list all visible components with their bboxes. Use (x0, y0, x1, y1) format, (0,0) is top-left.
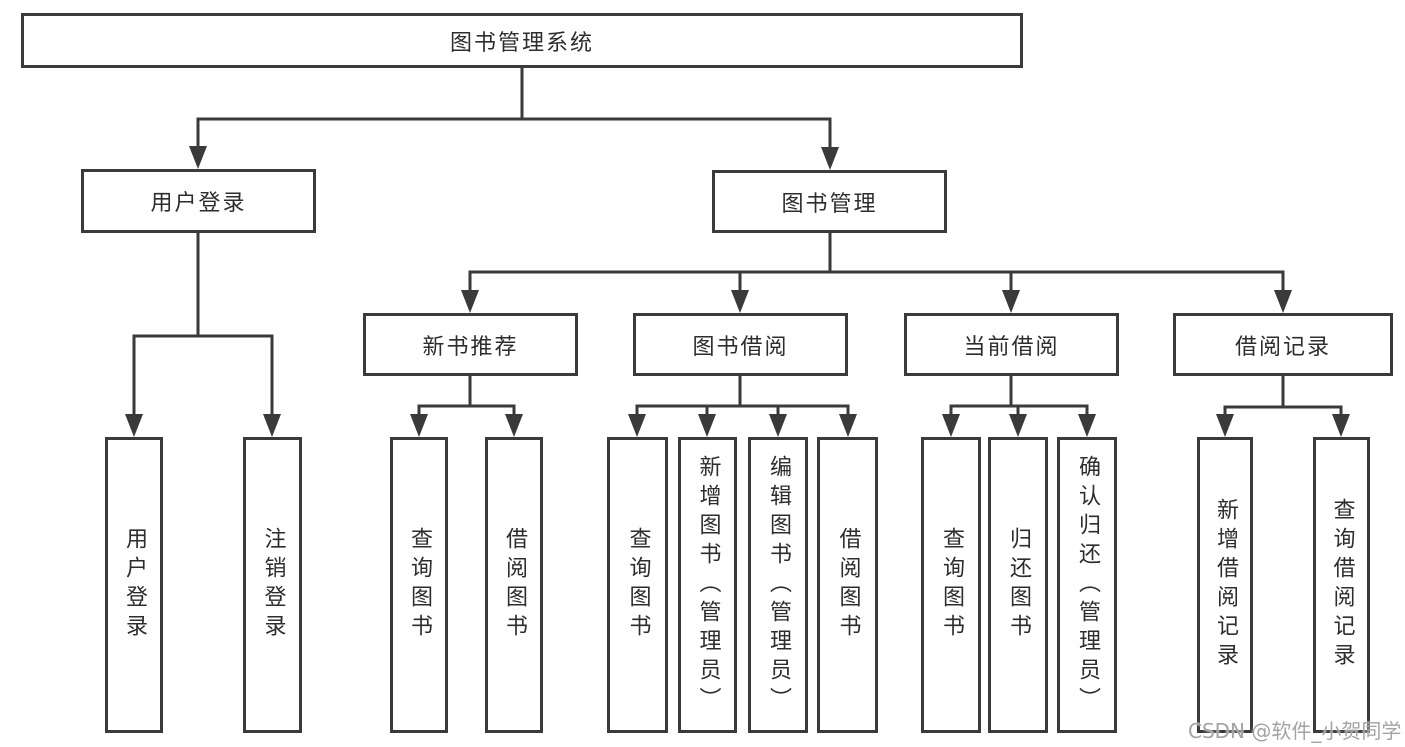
leaf-user-login: 用户登录 (105, 437, 163, 733)
leaf-borrowing-query-books: 查询图书 (607, 437, 668, 733)
arrowhead (821, 147, 839, 170)
leaf-logout: 注销登录 (243, 437, 302, 733)
node-new-book-recommend: 新书推荐 (363, 313, 578, 376)
arrowhead (461, 290, 479, 313)
arrowhead (263, 414, 281, 437)
node-borrow-records: 借阅记录 (1173, 313, 1393, 376)
arrowhead (769, 414, 787, 437)
leaf-current-query-books: 查询图书 (921, 437, 981, 733)
arrowhead (839, 414, 857, 437)
node-book-borrowing: 图书借阅 (633, 313, 848, 376)
node-current-borrowing: 当前借阅 (904, 313, 1119, 376)
arrowhead (731, 290, 749, 313)
arrowhead (505, 414, 523, 437)
leaf-current-return-books: 归还图书 (988, 437, 1048, 733)
arrowhead (698, 414, 716, 437)
arrowhead (1078, 414, 1096, 437)
arrowhead (1332, 414, 1350, 437)
arrowheads (125, 146, 1350, 437)
arrowhead (942, 414, 960, 437)
arrowhead (628, 414, 646, 437)
arrowhead (189, 146, 207, 169)
leaf-current-confirm-return-admin: 确认归还（管理员） (1057, 437, 1117, 733)
node-library-management-system: 图书管理系统 (21, 13, 1023, 68)
arrowhead (410, 414, 428, 437)
leaf-recommend-borrow-books: 借阅图书 (485, 437, 543, 733)
arrowhead (125, 414, 143, 437)
leaf-borrowing-add-books-admin: 新增图书（管理员） (678, 437, 737, 733)
node-book-management: 图书管理 (712, 170, 947, 233)
watermark: CSDN @软件_小贺同学 (1188, 719, 1402, 743)
node-user-login: 用户登录 (81, 169, 316, 233)
arrowhead (1009, 414, 1027, 437)
arrowhead (1002, 290, 1020, 313)
leaf-records-add-record: 新增借阅记录 (1197, 437, 1253, 733)
arrowhead (1216, 414, 1234, 437)
leaf-records-query-record: 查询借阅记录 (1313, 437, 1370, 733)
leaf-borrowing-edit-books-admin: 编辑图书（管理员） (748, 437, 808, 733)
leaf-borrowing-borrow-books: 借阅图书 (817, 437, 878, 733)
leaf-recommend-query-books: 查询图书 (390, 437, 448, 733)
arrowhead (1274, 290, 1292, 313)
